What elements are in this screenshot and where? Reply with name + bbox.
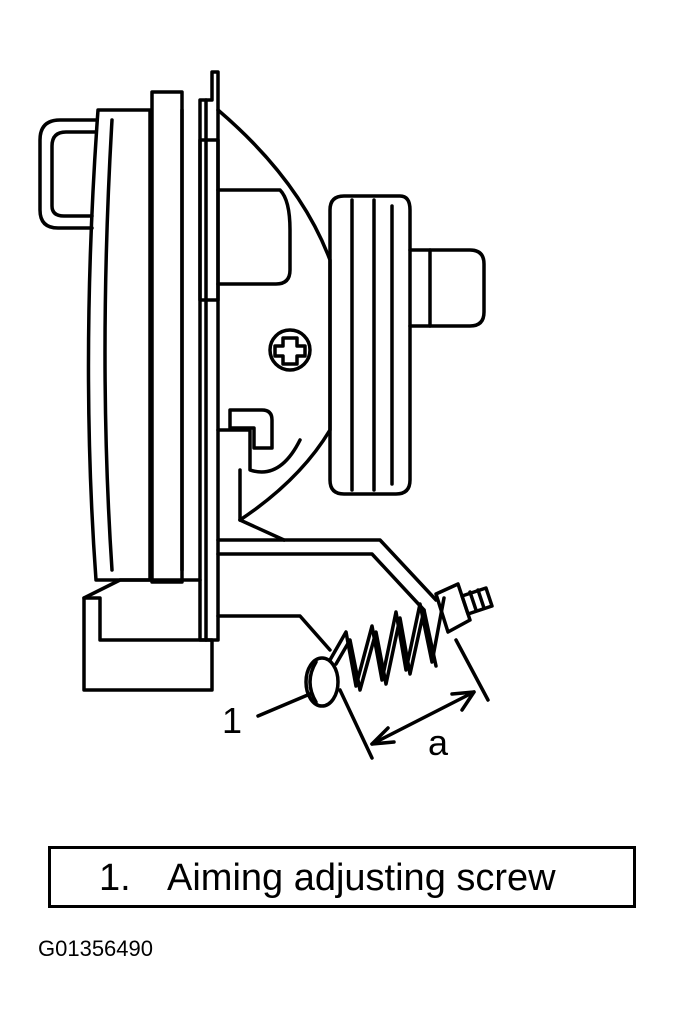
legend-number: 1.: [99, 857, 131, 899]
figure-id: G01356490: [38, 936, 153, 961]
headlamp-aiming-diagram: [38, 70, 494, 760]
adjusting-arm: [216, 538, 438, 602]
connector-plug: [408, 248, 486, 328]
spring: [328, 596, 446, 692]
callout-a: a: [428, 722, 449, 763]
arrow-right-head: [450, 690, 476, 712]
screw-head: [304, 656, 340, 708]
lens-rim: [150, 90, 184, 584]
legend-box: 1. Aiming adjusting screw: [48, 846, 636, 908]
dimension-ext-right: [454, 638, 490, 702]
rear-handle: [38, 118, 98, 230]
legend-text: Aiming adjusting screw: [167, 857, 556, 899]
dimension-ext-left: [338, 688, 374, 760]
mounting-plate: [198, 70, 220, 642]
lamp-housing: [86, 108, 152, 582]
base-bracket: [82, 596, 214, 692]
arrow-left-head: [370, 726, 396, 746]
nut: [434, 582, 472, 634]
lower-clip: [228, 408, 274, 450]
phillips-screw: [268, 328, 312, 372]
bulb-socket: [328, 194, 412, 496]
callout-1: 1: [222, 700, 243, 741]
dimension-line: [370, 690, 476, 746]
leader-line-1: [256, 692, 312, 718]
socket-block: [216, 188, 292, 286]
reflector-cone: [216, 108, 332, 522]
